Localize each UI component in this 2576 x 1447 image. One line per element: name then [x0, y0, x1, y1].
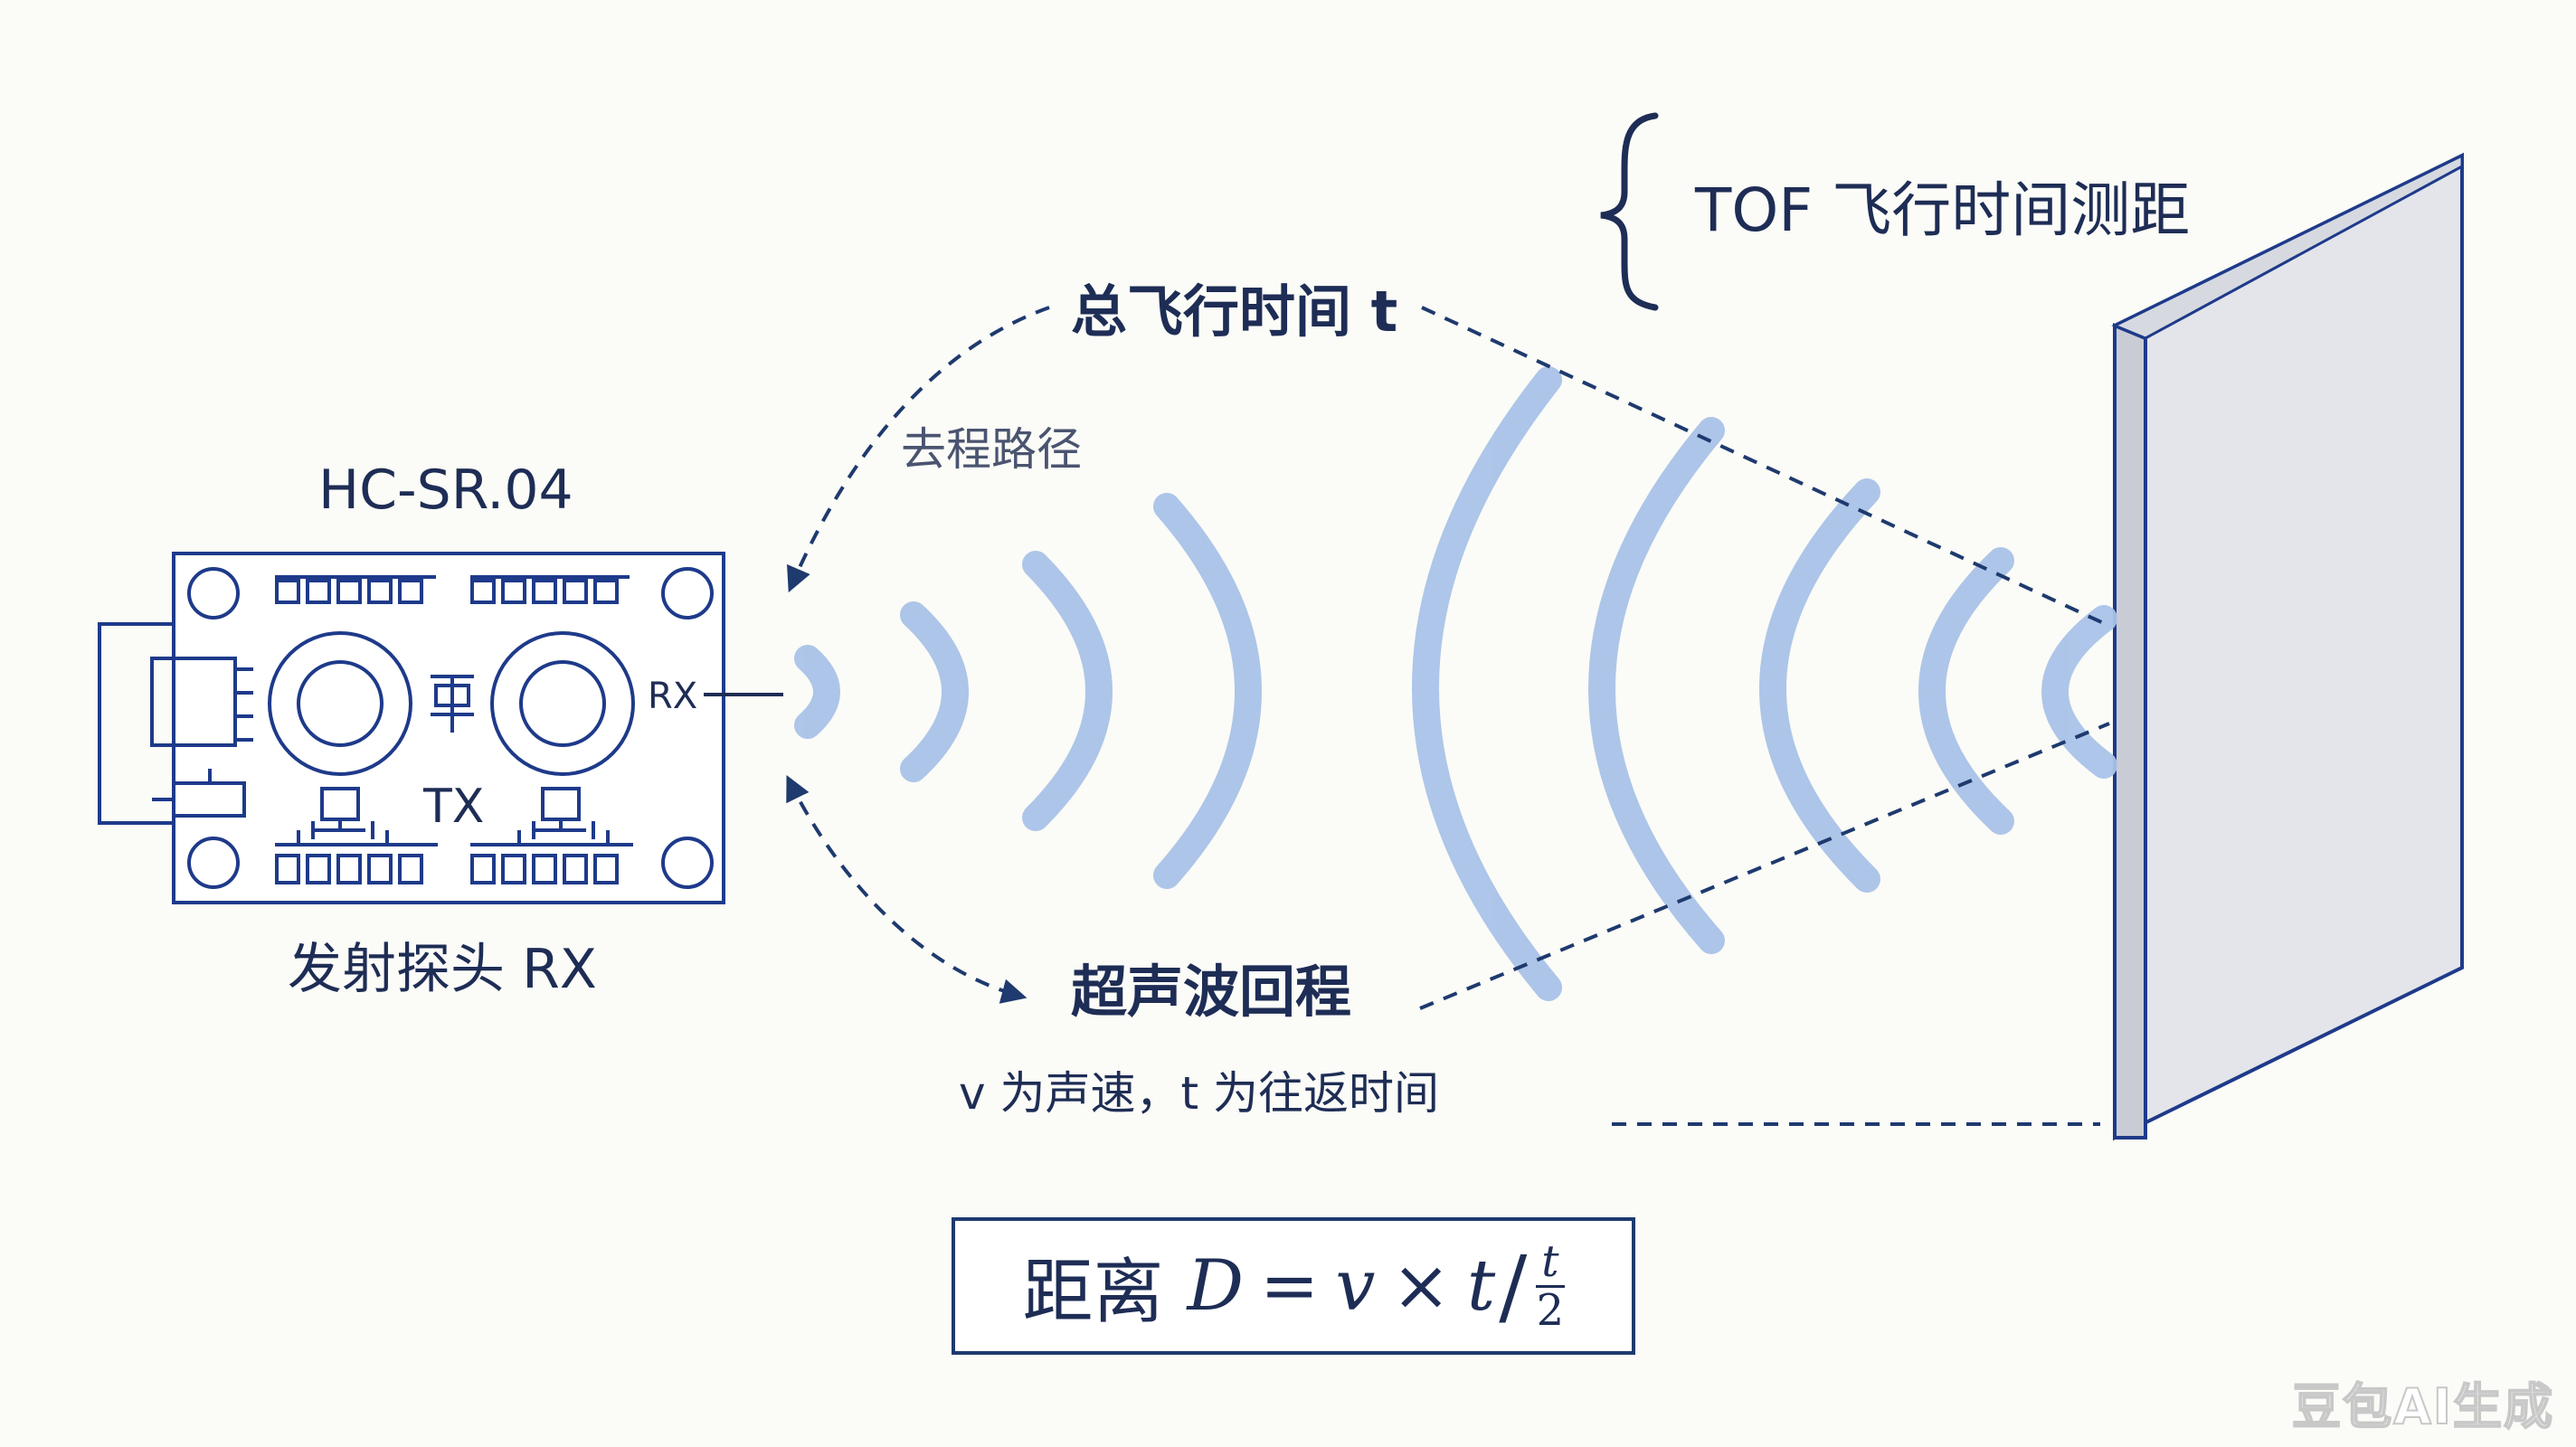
- mount-hole-bl: [187, 837, 240, 889]
- pad-row-top-right: [470, 579, 619, 604]
- formula-d: D: [1187, 1245, 1245, 1327]
- speed-note: v 为声速，t 为往返时间: [959, 1067, 1439, 1120]
- outbound-path-label: 去程路径: [901, 423, 1082, 476]
- rx-pin-label: RX: [648, 676, 698, 717]
- mount-hole-tr: [661, 567, 714, 619]
- tof-brace: [1600, 112, 1659, 311]
- sound-waves: [794, 366, 2117, 1001]
- wave-arc-7: [1759, 478, 1880, 893]
- wave-arc-9: [2041, 605, 2117, 779]
- echo-path-label: 超声波回程: [1071, 959, 1352, 1025]
- distance-formula: 距离 D = v × t / t 2: [952, 1217, 1635, 1355]
- fraction-denominator: 2: [1536, 1284, 1565, 1336]
- mount-hole-tl: [187, 567, 240, 619]
- wave-arc-1: [794, 645, 840, 739]
- tx-transducer: [268, 631, 412, 776]
- formula-slash: /: [1499, 1237, 1528, 1335]
- formula-t: t: [1466, 1245, 1496, 1327]
- total-time-label: 总飞行时间 t: [1071, 279, 1398, 345]
- formula-times: ×: [1391, 1245, 1451, 1327]
- rx-transducer: [490, 631, 635, 776]
- tx-label: TX: [423, 780, 485, 834]
- echo-arrow: [786, 774, 1028, 1004]
- side-connector: [98, 622, 253, 825]
- mount-hole-br: [661, 837, 714, 889]
- fraction-numerator: t: [1536, 1239, 1565, 1288]
- wave-arc-8: [1918, 547, 2014, 835]
- hc-sr04-board: [98, 552, 783, 904]
- reflector-wall: [2111, 152, 2464, 1141]
- formula-equals: =: [1260, 1245, 1320, 1327]
- formula-fraction: t 2: [1536, 1239, 1565, 1336]
- wave-arc-3: [1022, 551, 1113, 831]
- wave-arc-5: [1412, 366, 1562, 1001]
- wave-arc-2: [900, 601, 969, 782]
- crystal-symbol: [431, 675, 474, 733]
- bottom-components-right: [517, 787, 610, 843]
- pad-row-top-left: [275, 579, 423, 604]
- formula-v: v: [1335, 1245, 1376, 1327]
- module-name: HC-SR.04: [318, 459, 573, 522]
- pad-row-bottom-left: [275, 854, 423, 884]
- tof-title: TOF 飞行时间测距: [1695, 175, 2191, 245]
- formula-chinese-term: 距离: [1022, 1252, 1164, 1333]
- watermark-text: 豆包AI生成: [2291, 1377, 2554, 1436]
- probe-label: 发射探头 RX: [288, 938, 597, 1001]
- outbound-arrow: [787, 306, 1050, 593]
- top-guide-line: [1421, 306, 2110, 628]
- pad-row-bottom-right: [470, 854, 619, 884]
- bottom-guide-line: [1419, 722, 2110, 1010]
- bottom-components-left: [297, 787, 389, 843]
- wave-arc-6: [1588, 417, 1725, 954]
- wave-arc-4: [1153, 493, 1262, 889]
- pcb-outline: [172, 552, 725, 904]
